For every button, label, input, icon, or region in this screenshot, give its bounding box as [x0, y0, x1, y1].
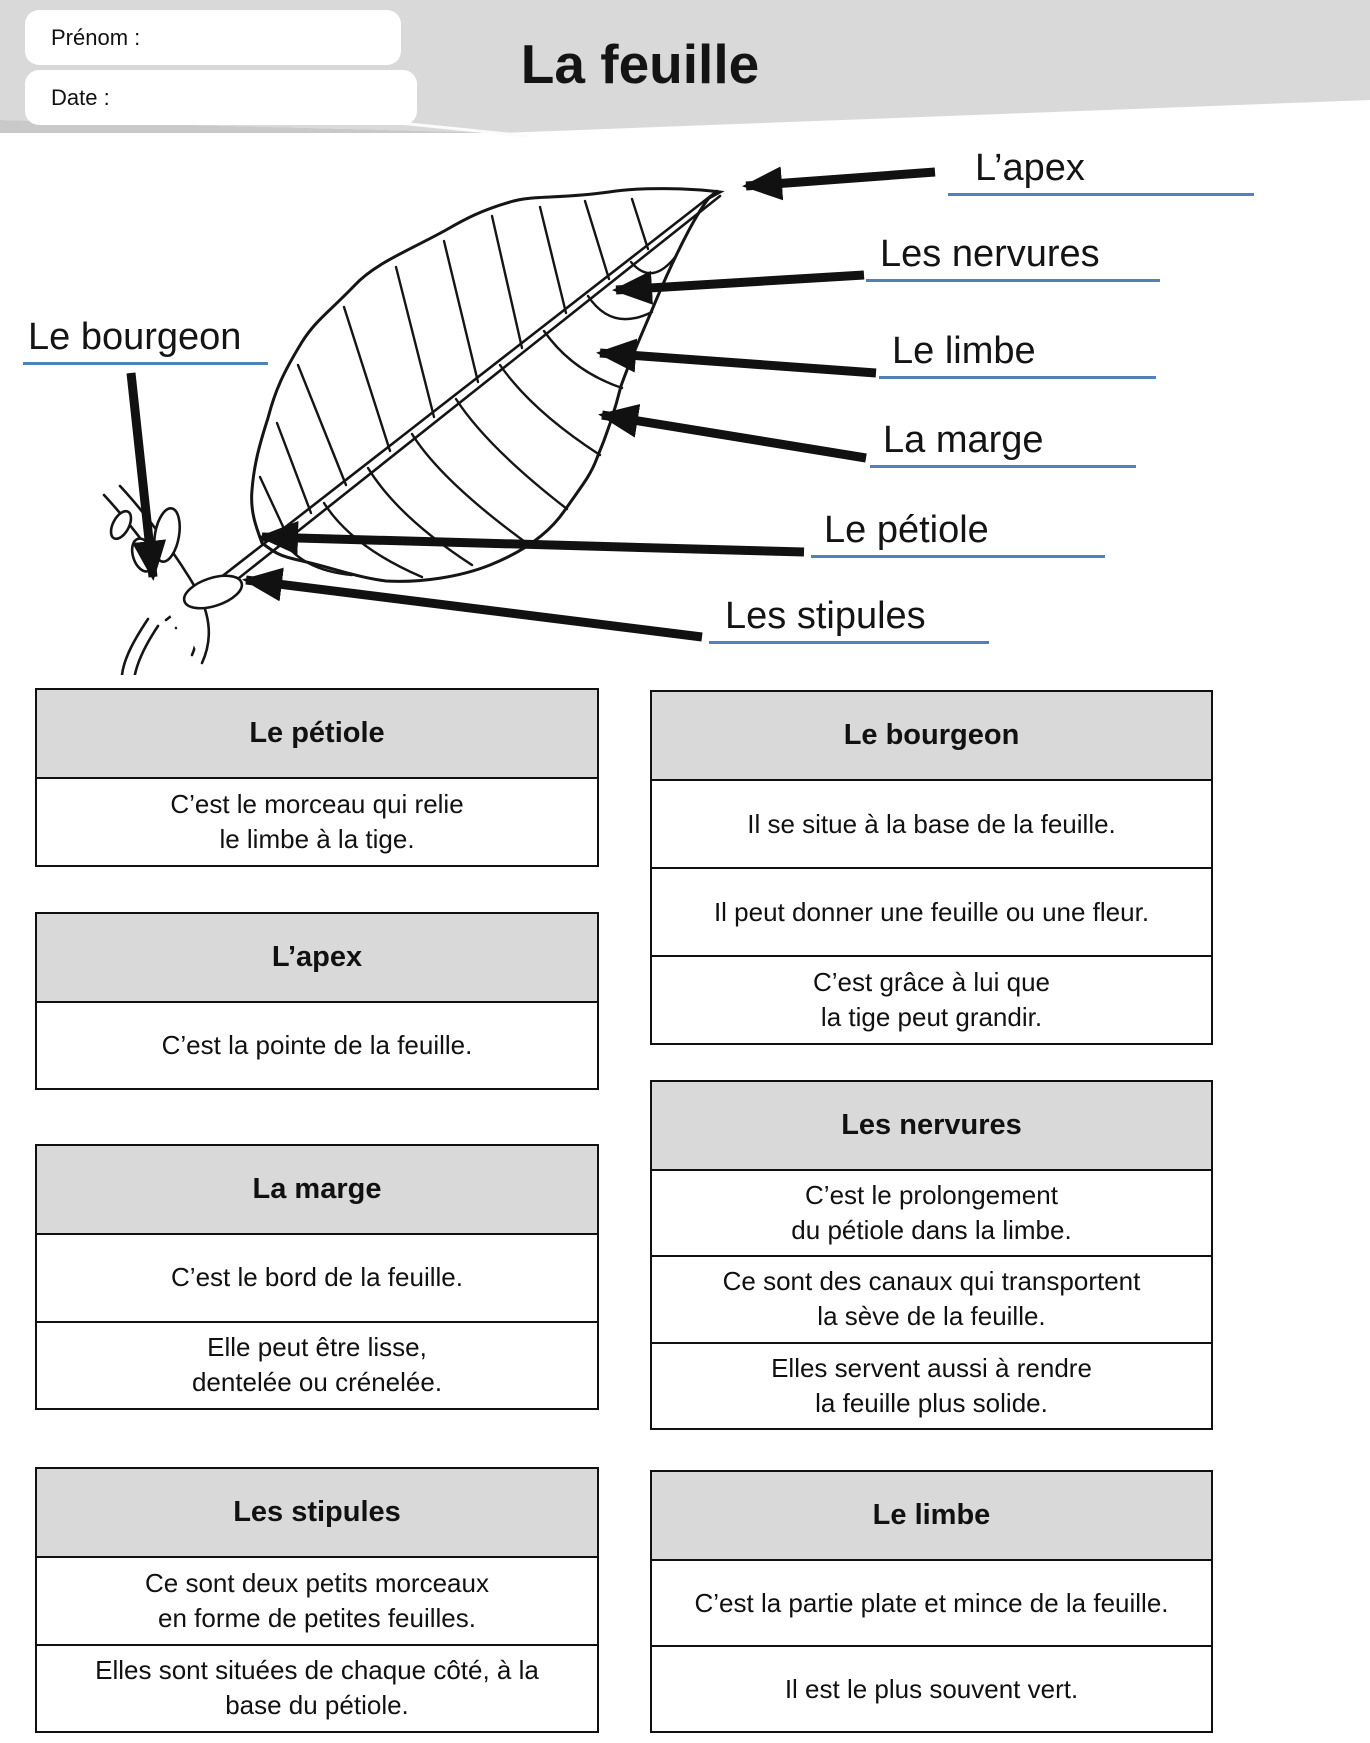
defbox-text: Elle peut être lisse, dentelée ou crénel…: [37, 1320, 597, 1409]
label-bourgeon: Le bourgeon: [23, 312, 268, 365]
defbox-stipules: Les stipules Ce sont deux petits morceau…: [35, 1467, 599, 1733]
defbox-text: Il se situe à la base de la feuille.: [652, 779, 1211, 867]
defbox-text: Il est le plus souvent vert.: [652, 1645, 1211, 1731]
leaf-twig: [102, 484, 244, 675]
banner-streak: [388, 120, 529, 138]
leaf-diagram: [102, 166, 936, 675]
leaf-drawing: [102, 187, 725, 675]
arrow-stipules: [242, 567, 703, 642]
defbox-text: C’est la partie plate et mince de la feu…: [652, 1559, 1211, 1645]
prenom-label: Prénom :: [51, 24, 141, 50]
defbox-title: Le bourgeon: [652, 692, 1211, 779]
arrow-petiole: [258, 521, 805, 557]
defbox-text: C’est la pointe de la feuille.: [37, 1001, 597, 1088]
arrow-nervures: [612, 270, 865, 305]
defbox-title: Les stipules: [37, 1469, 597, 1556]
defbox-text: Elles servent aussi à rendre la feuille …: [652, 1341, 1211, 1428]
arrow-limbe: [596, 338, 877, 378]
label-petiole: Le pétiole: [811, 505, 1105, 558]
callout-arrows: [126, 166, 936, 642]
leaf-veins-upper: [258, 197, 650, 535]
stipule-shape-small: [109, 509, 133, 541]
defbox-text: C’est grâce à lui que la tige peut grand…: [652, 955, 1211, 1043]
defbox-title: L’apex: [37, 914, 597, 1001]
defbox-title: Le pétiole: [37, 690, 597, 777]
label-apex: L’apex: [948, 143, 1254, 196]
defbox-nervures: Les nervures C’est le prolongement du pé…: [650, 1080, 1213, 1430]
arrow-apex: [742, 166, 936, 201]
prenom-field[interactable]: Prénom :: [25, 10, 401, 65]
defbox-marge: La marge C’est le bord de la feuille. El…: [35, 1144, 599, 1410]
defbox-title: Le limbe: [652, 1472, 1211, 1559]
defbox-text: Ce sont deux petits morceaux en forme de…: [37, 1556, 597, 1644]
defbox-text: C’est le prolongement du pétiole dans la…: [652, 1169, 1211, 1255]
leaf-midrib: [164, 189, 722, 630]
label-stipules: Les stipules: [709, 591, 989, 644]
defbox-text: Ce sont des canaux qui transportent la s…: [652, 1255, 1211, 1341]
defbox-limbe: Le limbe C’est la partie plate et mince …: [650, 1470, 1213, 1733]
defbox-bourgeon: Le bourgeon Il se situe à la base de la …: [650, 690, 1213, 1045]
stipule-shape-tilted: [182, 574, 244, 610]
defbox-title: La marge: [37, 1146, 597, 1233]
label-limbe: Le limbe: [879, 326, 1156, 379]
defbox-text: C’est le morceau qui relie le limbe à la…: [37, 777, 597, 865]
label-marge: La marge: [870, 415, 1136, 468]
page-title: La feuille: [520, 33, 760, 95]
defbox-text: Elles sont situées de chaque côté, à la …: [37, 1643, 597, 1732]
leaf-outline: [250, 187, 725, 583]
label-nervures: Les nervures: [866, 229, 1160, 282]
arrow-marge: [598, 404, 867, 463]
defbox-petiole: Le pétiole C’est le morceau qui relie le…: [35, 688, 599, 867]
date-label: Date :: [51, 84, 110, 110]
date-field[interactable]: Date :: [25, 70, 417, 125]
defbox-text: C’est le bord de la feuille.: [37, 1233, 597, 1321]
stipule-shape: [152, 507, 182, 563]
defbox-apex: L’apex C’est la pointe de la feuille.: [35, 912, 599, 1090]
defbox-title: Les nervures: [652, 1082, 1211, 1169]
arrow-bourgeon: [126, 372, 167, 581]
defbox-text: Il peut donner une feuille ou une fleur.: [652, 867, 1211, 955]
